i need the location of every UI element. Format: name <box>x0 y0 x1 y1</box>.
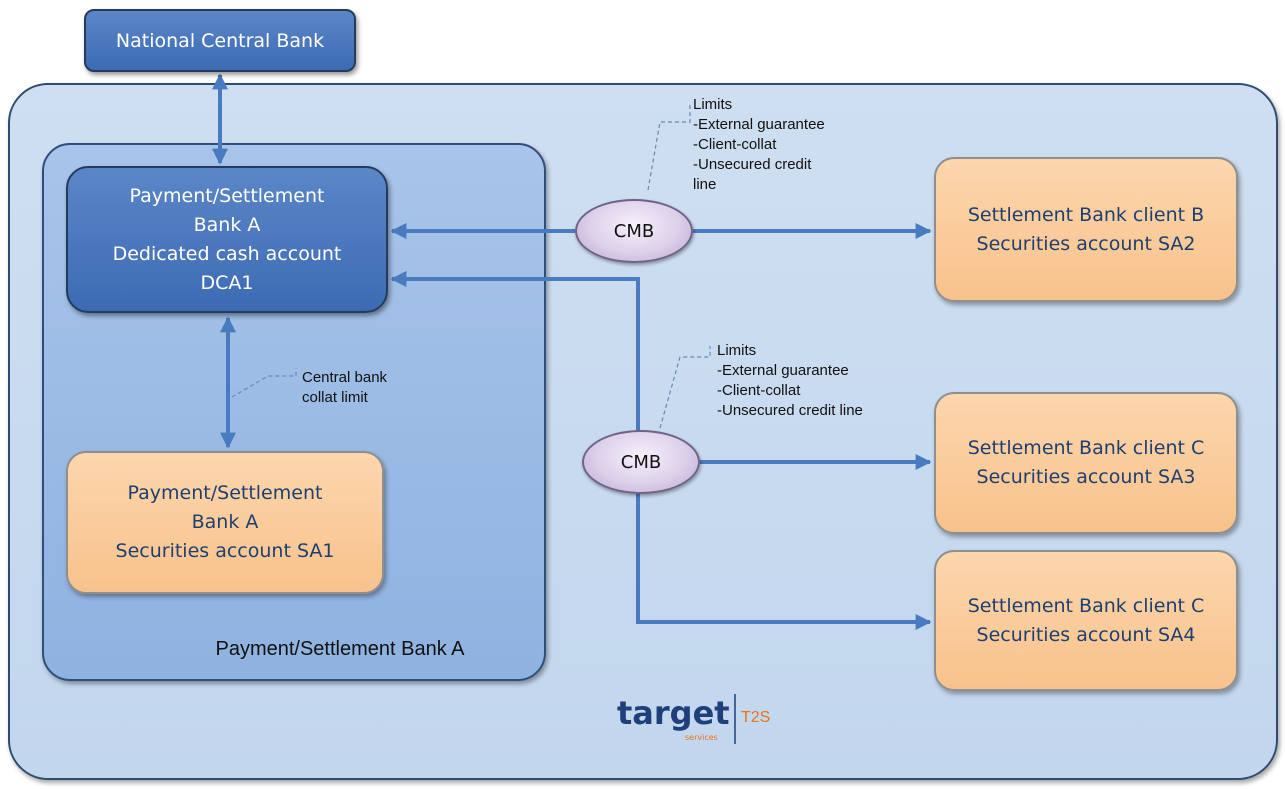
logo-word: target <box>617 694 730 732</box>
logo-tag: T2S <box>741 709 770 726</box>
dedicated-cash-account-box: Payment/Settlement Bank A Dedicated cash… <box>66 166 388 313</box>
sa2-line-1: Settlement Bank client B <box>967 203 1205 226</box>
callout-collat <box>231 368 297 398</box>
sa1-line-2: Bank A <box>191 511 259 533</box>
limits-bottom-line: -Unsecured credit line <box>717 402 863 419</box>
client-c-sa3-box: Settlement Bank client C Securities acco… <box>934 392 1238 534</box>
limits-bottom-line: -Client-collat <box>717 382 801 399</box>
collat-line: Central bank <box>302 369 388 386</box>
dca-line-1: Payment/Settlement <box>129 184 325 207</box>
logo-sub: services <box>685 733 718 742</box>
limits-top-line: -Client-collat <box>693 136 777 153</box>
limits-bottom-line: -External guarantee <box>717 362 849 379</box>
sa2-line-2: Securities account SA2 <box>976 232 1196 255</box>
limits-top-line: line <box>693 176 717 193</box>
limits-top-note: Limits -External guarantee -Client-colla… <box>693 95 873 195</box>
sa1-line-1: Payment/Settlement <box>127 482 323 504</box>
arrow-route-to-sa4 <box>636 279 932 630</box>
national-central-bank-label: National Central Bank <box>115 29 325 52</box>
dca-line-4: DCA1 <box>200 271 254 294</box>
dca-line-3: Dedicated cash account <box>112 242 342 265</box>
dca-line-2: Bank A <box>193 213 261 236</box>
national-central-bank-box: National Central Bank <box>84 9 356 72</box>
client-b-sa2-box: Settlement Bank client B Securities acco… <box>934 157 1238 302</box>
limits-top-line: -External guarantee <box>693 116 825 133</box>
sa3-line-1: Settlement Bank client C <box>967 437 1205 459</box>
limits-bottom-note: Limits -External guarantee -Client-colla… <box>717 341 917 421</box>
target-services-logo: target services T2S <box>617 694 770 744</box>
client-c-sa4-box: Settlement Bank client C Securities acco… <box>934 550 1238 691</box>
cmb-bottom-node: CMB <box>582 430 700 494</box>
sa1-line-3: Securities account SA1 <box>115 540 335 562</box>
sa3-line-2: Securities account SA3 <box>976 466 1196 488</box>
sa4-line-2: Securities account SA4 <box>976 623 1196 646</box>
limits-top-line: -Unsecured credit <box>693 156 812 173</box>
collat-line: collat limit <box>302 389 368 406</box>
sa4-line-1: Settlement Bank client C <box>967 594 1205 617</box>
securities-account-sa1-box: Payment/Settlement Bank A Securities acc… <box>66 451 384 594</box>
cmb-bottom-label: CMB <box>620 451 662 473</box>
cmb-top-label: CMB <box>613 220 655 242</box>
limits-bottom-line: Limits <box>717 342 757 359</box>
callout-limits-bottom <box>659 346 711 429</box>
cmb-top-node: CMB <box>575 199 693 263</box>
limits-top-line: Limits <box>693 96 733 113</box>
bank-a-container-label: Payment/Settlement Bank A <box>215 638 465 660</box>
callout-limits-top <box>647 102 691 191</box>
central-bank-collat-note: Central bank collat limit <box>302 368 442 408</box>
